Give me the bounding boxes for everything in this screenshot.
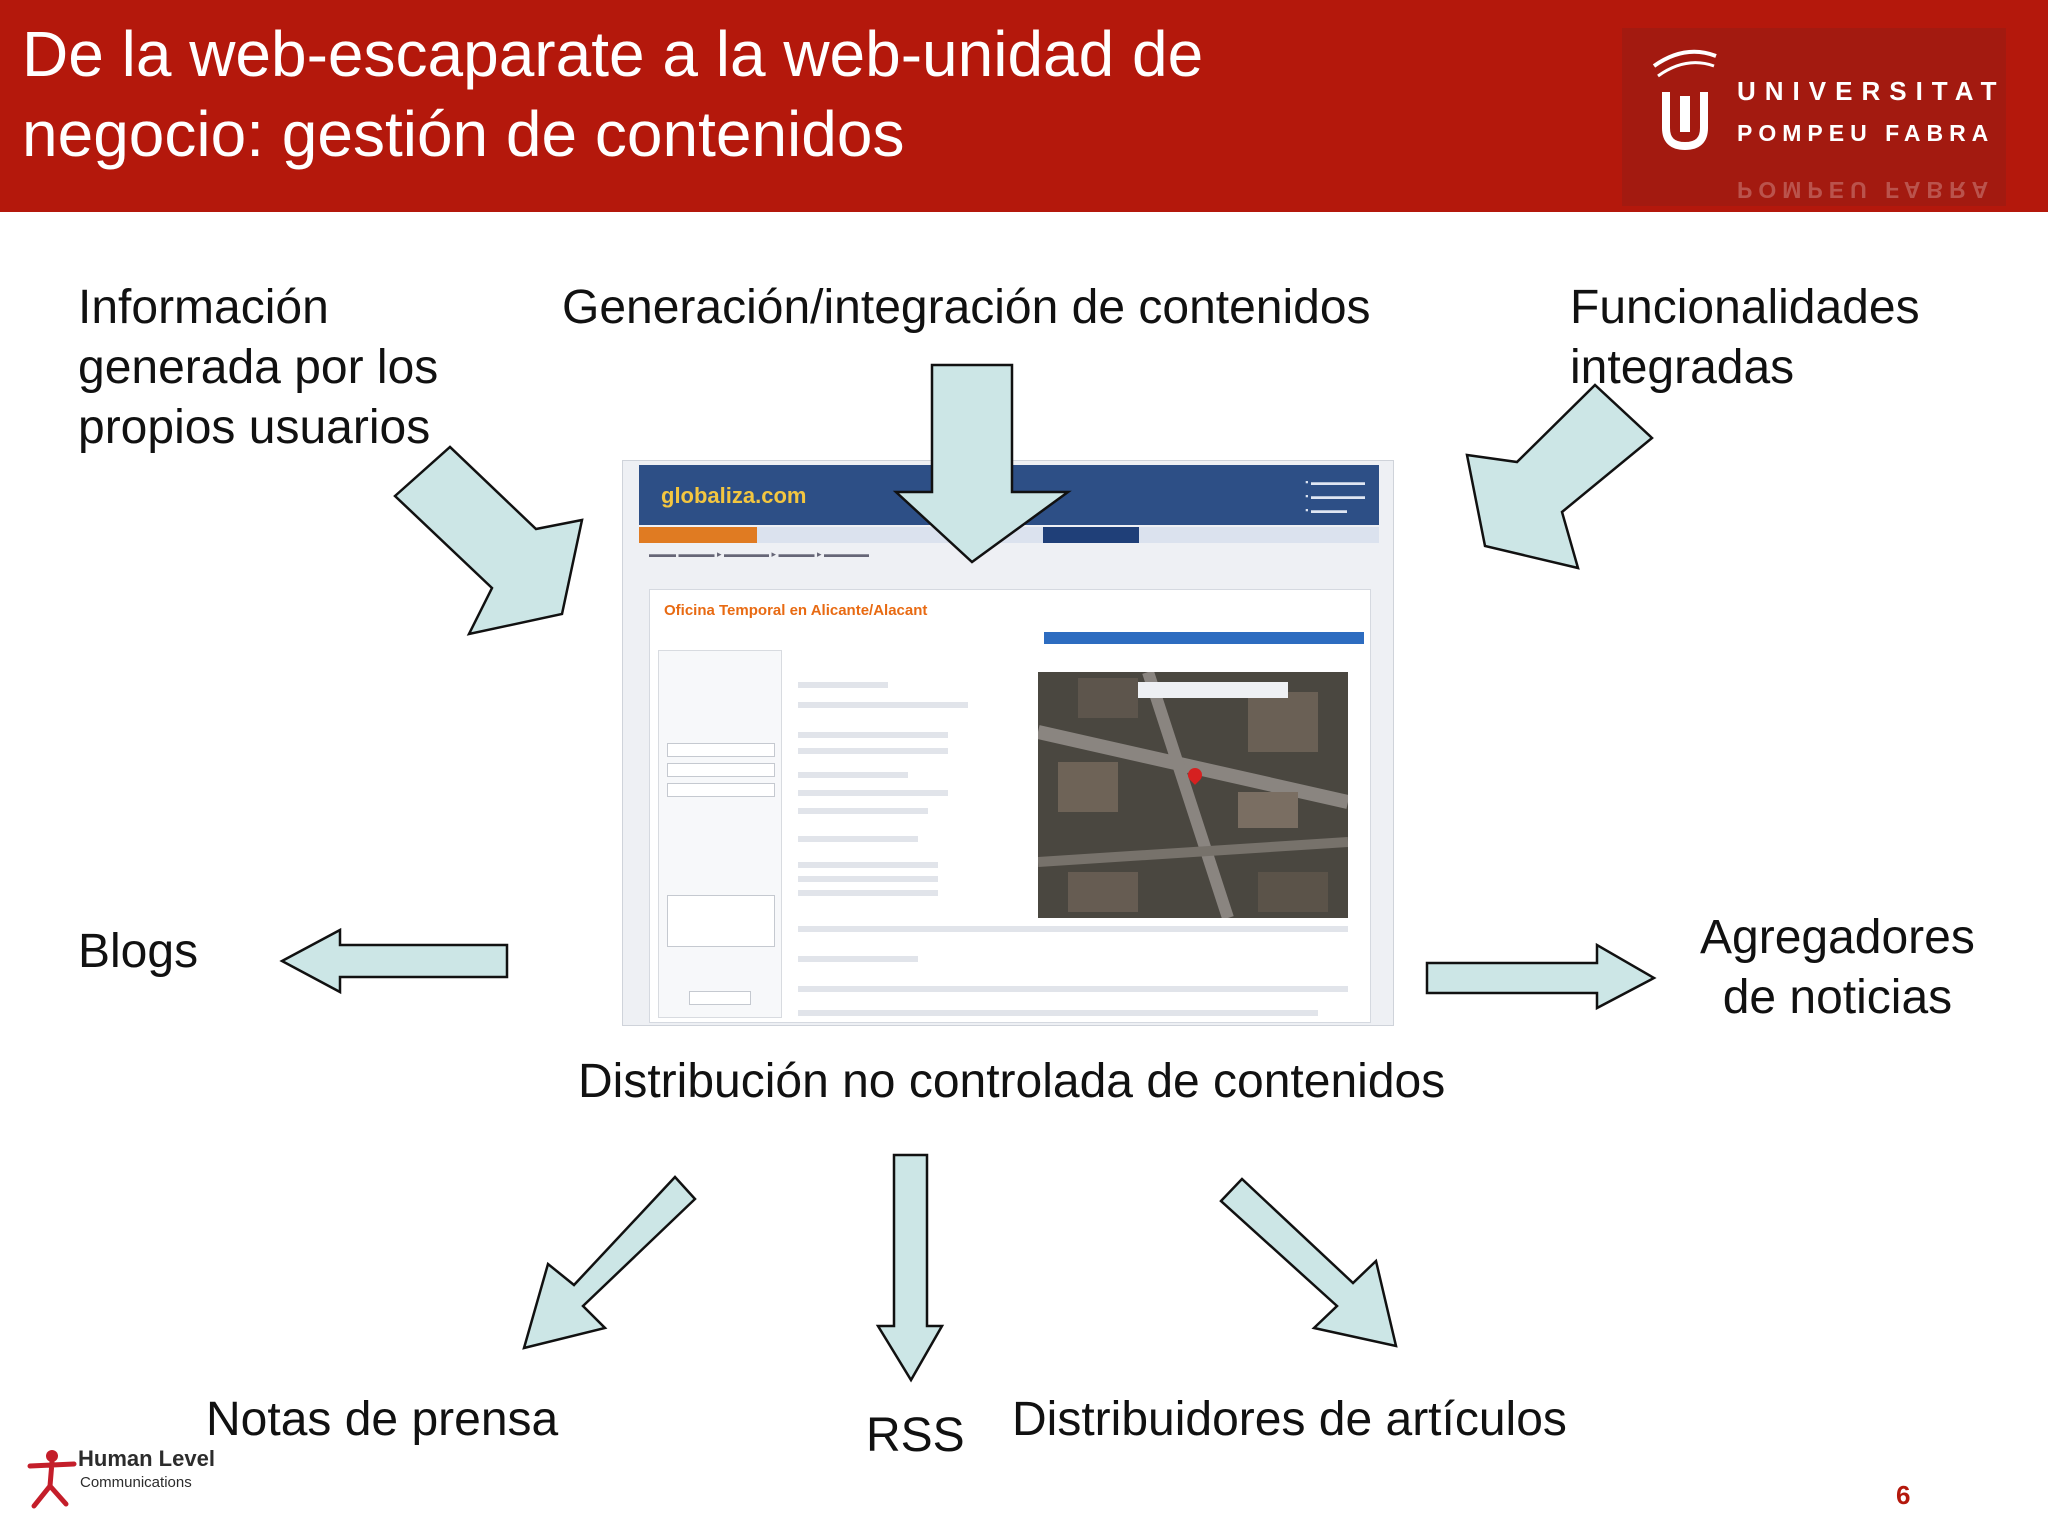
arrow-to-blogs-icon — [279, 927, 509, 995]
human-level-figure-icon — [27, 1450, 77, 1509]
info-line — [798, 926, 1348, 932]
info-line — [798, 836, 918, 842]
form-field — [667, 763, 775, 777]
site-tab-publish — [639, 527, 757, 543]
label-uncontrolled-distribution: Distribución no controlada de contenidos — [578, 1055, 1446, 1108]
map-roads — [1038, 672, 1348, 918]
label-article-distributors: Distribuidores de artículos — [1012, 1393, 1567, 1446]
info-line — [798, 876, 938, 882]
label-blogs: Blogs — [78, 925, 199, 978]
label-rss: RSS — [866, 1409, 965, 1462]
info-line — [798, 748, 948, 754]
info-line — [798, 772, 908, 778]
form-textarea — [667, 895, 775, 947]
slide-title: De la web-escaparate a la web-unidad de … — [22, 14, 1203, 174]
slide-header: De la web-escaparate a la web-unidad de … — [0, 0, 2048, 212]
arrow-from-features-icon — [1465, 383, 1654, 570]
site-logo: globaliza.com — [661, 483, 807, 508]
arrow-to-article-distributors-icon — [1219, 1177, 1398, 1348]
info-line — [798, 890, 938, 896]
listing-tabs — [1044, 632, 1364, 644]
info-line — [798, 808, 928, 814]
page-number: 6 — [1896, 1480, 1911, 1510]
label-line: integradas — [1570, 341, 1795, 394]
arrow-from-users-icon — [393, 445, 584, 636]
arrow-to-aggregators-icon — [1425, 942, 1657, 1011]
label-line: Funcionalidades — [1570, 281, 1920, 334]
label-user-generated-info: Información generada por los propios usu… — [78, 278, 438, 458]
label-content-generation: Generación/integración de contenidos — [562, 281, 1371, 334]
info-line — [798, 732, 948, 738]
label-line: de noticias — [1722, 971, 1953, 1024]
arrow-to-rss-icon — [875, 1153, 945, 1383]
info-line — [798, 862, 938, 868]
form-field — [667, 743, 775, 757]
label-line: propios usuarios — [78, 401, 431, 454]
brand-line2: Communications — [80, 1474, 192, 1491]
satellite-map — [1038, 672, 1348, 918]
site-tab-search — [1043, 527, 1139, 543]
label-news-aggregators: Agregadores de noticias — [1700, 908, 1975, 1028]
slide-title-line1: De la web-escaparate a la web-unidad de — [22, 18, 1204, 90]
info-line — [798, 986, 1348, 992]
slide-title-line2: negocio: gestión de contenidos — [22, 98, 905, 170]
info-line — [798, 682, 888, 688]
label-line: generada por los — [78, 341, 439, 394]
site-listing: Oficina Temporal en Alicante/Alacant — [649, 589, 1371, 1023]
human-level-logo: Human Level Communications — [26, 1444, 246, 1514]
upf-emblem-icon — [1652, 49, 1717, 151]
contact-form — [658, 650, 782, 1018]
logo-text-line2: POMPEU FABRA — [1737, 120, 1995, 146]
label-press-releases: Notas de prensa — [206, 1393, 559, 1446]
website-screenshot: globaliza.com ▪ ▬▬▬▬▬▬▪ ▬▬▬▬▬▬▪ ▬▬▬▬ ▬▬▬… — [622, 460, 1394, 1026]
form-submit — [689, 991, 751, 1005]
label-line: Agregadores — [1700, 911, 1975, 964]
brand-line1: Human Level — [78, 1446, 215, 1471]
arrow-from-generation-icon — [892, 363, 1072, 564]
upf-logo: UNIVERSITAT POMPEU FABRA POMPEU FABRA — [1622, 28, 2006, 206]
info-line — [798, 1010, 1318, 1016]
info-line — [798, 956, 918, 962]
site-breadcrumb: ▬▬▬ ▬▬▬▬ ▸ ▬▬▬▬▬ ▸ ▬▬▬▬ ▸ ▬▬▬▬▬ — [649, 549, 870, 559]
form-field — [667, 783, 775, 797]
listing-title: Oficina Temporal en Alicante/Alacant — [664, 602, 928, 619]
label-integrated-features: Funcionalidades integradas — [1570, 278, 1920, 398]
info-line — [798, 702, 968, 708]
logo-text-line1: UNIVERSITAT — [1737, 76, 2006, 106]
info-line — [798, 790, 948, 796]
site-header-links: ▪ ▬▬▬▬▬▬▪ ▬▬▬▬▬▬▪ ▬▬▬▬ — [1305, 477, 1365, 515]
arrow-to-press-releases-icon — [522, 1175, 697, 1350]
label-line: Información — [78, 281, 329, 334]
